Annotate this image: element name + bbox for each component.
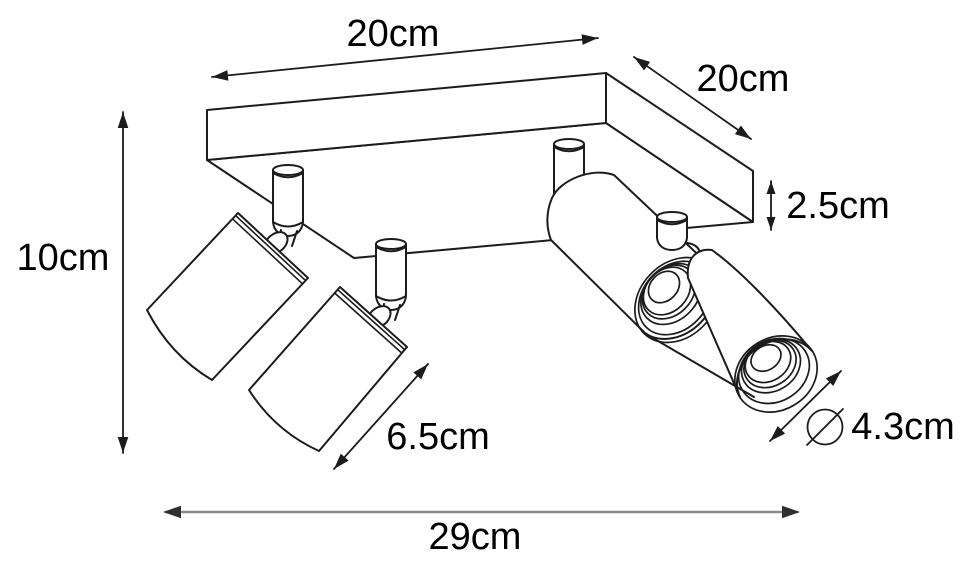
spot3-stem-cap-line [554,146,584,153]
plate-width-label: 20cm [346,13,440,55]
spot3-thread-2 [642,266,692,316]
spot2-head [248,286,408,452]
diameter-icon [806,408,844,446]
overall-width-arrowhead-left [163,505,181,519]
spot1-stem [272,169,304,237]
plate-thickness-label: 2.5cm [786,185,890,227]
plate-depth-label: 20cm [696,58,790,100]
spot4-socket [733,335,819,413]
spot-diameter-label: 4.3cm [851,406,955,448]
spot3-stem-cap [553,138,585,150]
plate-thickness-arrowhead-top [766,181,776,194]
spot1-stem-cap [272,164,304,176]
spot4-stem-cap [656,211,688,223]
spot1-stem-cap-line [273,172,303,179]
fixture-height-label: 10cm [16,237,110,279]
fixture-height-arrowhead-top [117,112,129,128]
spot4-stem [656,216,688,251]
spot2-stem-cap-line [376,246,406,253]
plate-depth-arrowhead-top [634,57,651,71]
spot1-head-rim-lines [231,214,307,285]
plate-width-arrowhead-right [581,34,598,45]
spot-length-arrowhead-bottom [334,453,349,469]
plate-depth-arrowhead-bottom [734,125,751,139]
diameter-icon-slash [806,408,844,446]
overall-width-arrowheads [163,505,800,519]
overall-width-dimension [163,505,800,519]
spot-diameter-arrowhead-bottom [770,426,786,441]
spot-right-front [546,138,720,344]
spot-length-arrowhead-top [413,364,428,380]
dimension-lines [122,37,844,470]
dimension-arrowheads [117,34,841,469]
plate-thickness-arrowhead-bottom [766,217,776,230]
spot-right-rear [645,211,819,413]
overall-width-label: 29cm [428,516,522,558]
spot-front-center [248,238,408,452]
plate-width-arrow-line [211,37,599,78]
fixture-height-arrowhead-bottom [117,437,129,453]
spot2-stem-shoulder [375,295,407,302]
spot2-head-rim-lines [334,288,406,354]
spot2-stem-cap [375,238,407,250]
plate-width-arrowhead-left [212,70,229,81]
spot4-thread-2 [744,340,792,384]
spot-diameter-arrow-line [769,370,842,442]
spot1-stem-shoulder [272,221,304,228]
spot-diameter-arrowhead-top [825,371,841,386]
spot-front-left [146,164,309,381]
plate-depth-arrow-line [633,56,752,140]
spot-length-label: 6.5cm [386,416,490,458]
spot-length-arrow-line [333,363,429,470]
diameter-icon-circle [806,408,844,446]
spot3-socket-hole [647,270,681,304]
overall-width-arrowhead-right [782,505,800,519]
spot1-head [146,212,309,381]
fixture-drawing [146,72,819,452]
spot2-stem [375,243,407,311]
plate-right-face [605,72,754,223]
spot4-socket-hole [750,343,782,373]
spot4-stem-cap-line [657,219,687,226]
spot4-rim-outer [733,335,819,413]
